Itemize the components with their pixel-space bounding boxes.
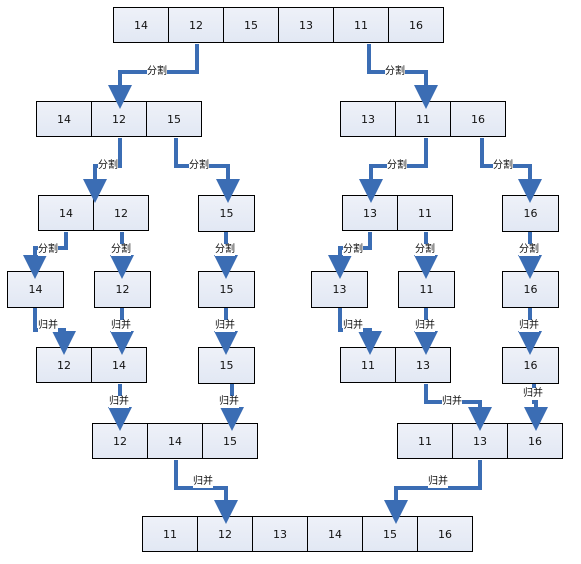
merged-left-single: 15	[198, 347, 255, 384]
split-label: 分割	[343, 244, 363, 256]
final-sorted-array: 11 12 13 14 15 16	[142, 516, 473, 552]
array-cell: 11	[397, 195, 453, 231]
array-cell: 11	[397, 423, 453, 459]
array-cell: 15	[146, 101, 202, 137]
array-cell: 15	[362, 516, 418, 552]
merge-label: 归并	[428, 476, 448, 488]
split-label: 分割	[189, 160, 209, 172]
array-cell: 13	[252, 516, 308, 552]
split-label: 分割	[98, 160, 118, 172]
single-element-box: 15	[198, 271, 255, 308]
merged-right-single: 16	[502, 347, 559, 384]
merge-label: 归并	[38, 320, 58, 332]
split-label: 分割	[215, 244, 235, 256]
array-cell: 16	[388, 7, 444, 43]
split-label: 分割	[385, 66, 405, 78]
split-label: 分割	[415, 244, 435, 256]
single-element-box: 16	[502, 271, 559, 308]
array-cell: 12	[168, 7, 224, 43]
array-cell: 13	[278, 7, 334, 43]
right-single-box: 16	[502, 195, 559, 232]
array-cell: 11	[142, 516, 198, 552]
array-cell: 12	[197, 516, 253, 552]
merged-left-pair: 12 14	[36, 347, 147, 383]
array-cell: 14	[36, 101, 92, 137]
array-cell: 16	[450, 101, 506, 137]
array-cell: 15	[223, 7, 279, 43]
split-label: 分割	[493, 160, 513, 172]
array-cell: 12	[36, 347, 92, 383]
array-cell: 12	[91, 101, 147, 137]
initial-array: 14 12 15 13 11 16	[113, 7, 444, 43]
single-element-box: 13	[311, 271, 368, 308]
merge-label: 归并	[523, 388, 543, 400]
array-cell: 15	[202, 423, 258, 459]
array-cell: 13	[342, 195, 398, 231]
array-cell: 14	[147, 423, 203, 459]
array-cell: 12	[93, 195, 149, 231]
split-label: 分割	[147, 66, 167, 78]
array-cell: 12	[92, 423, 148, 459]
single-element-box: 11	[398, 271, 455, 308]
array-cell: 13	[395, 347, 451, 383]
merge-label: 归并	[442, 396, 462, 408]
array-cell: 14	[113, 7, 169, 43]
right-pair-array: 13 11	[342, 195, 453, 231]
merge-label: 归并	[519, 320, 539, 332]
array-cell: 13	[340, 101, 396, 137]
merge-label: 归并	[111, 320, 131, 332]
split-label: 分割	[387, 160, 407, 172]
array-cell: 11	[395, 101, 451, 137]
split-label: 分割	[111, 244, 131, 256]
merge-label: 归并	[219, 396, 239, 408]
array-cell: 13	[452, 423, 508, 459]
split-label: 分割	[38, 244, 58, 256]
merge-label: 归并	[215, 320, 235, 332]
merged-left-triple: 12 14 15	[92, 423, 258, 459]
merged-right-pair: 11 13	[340, 347, 451, 383]
merged-right-triple: 11 13 16	[397, 423, 563, 459]
merge-label: 归并	[193, 476, 213, 488]
array-cell: 14	[91, 347, 147, 383]
single-element-box: 12	[94, 271, 151, 308]
array-cell: 11	[333, 7, 389, 43]
left-pair-array: 14 12	[38, 195, 149, 231]
merge-label: 归并	[343, 320, 363, 332]
array-cell: 14	[307, 516, 363, 552]
array-cell: 11	[340, 347, 396, 383]
left-single-box: 15	[198, 195, 255, 232]
array-cell: 16	[417, 516, 473, 552]
merge-label: 归并	[109, 396, 129, 408]
merge-label: 归并	[415, 320, 435, 332]
right-half-array: 13 11 16	[340, 101, 506, 137]
single-element-box: 14	[7, 271, 64, 308]
split-label: 分割	[519, 244, 539, 256]
left-half-array: 14 12 15	[36, 101, 202, 137]
array-cell: 14	[38, 195, 94, 231]
array-cell: 16	[507, 423, 563, 459]
